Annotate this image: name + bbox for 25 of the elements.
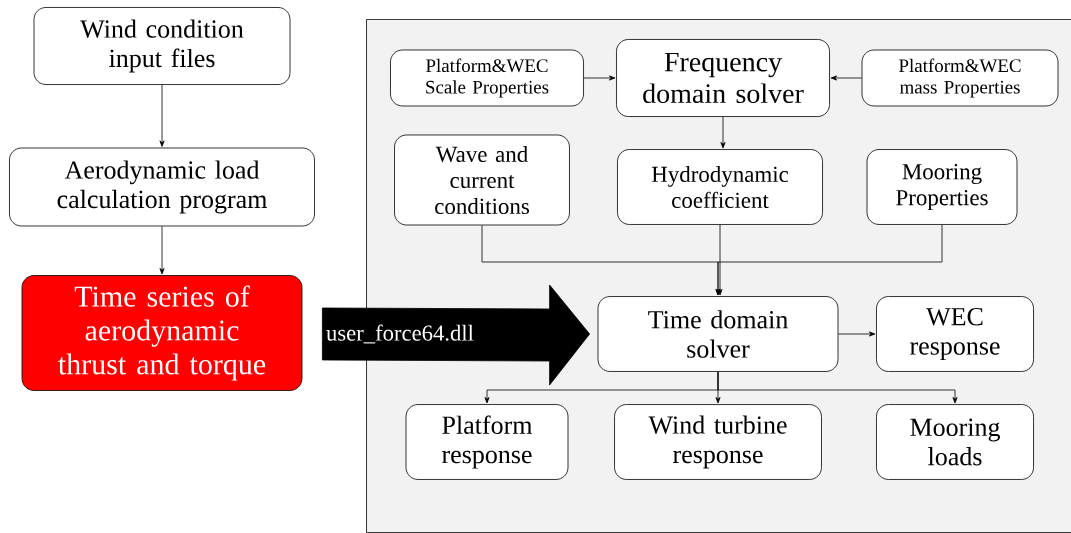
process-box: Time domain solver (597, 296, 839, 372)
arrow (159, 84, 165, 147)
process-box: Aerodynamic load calculation program (9, 147, 315, 227)
arrow (838, 331, 876, 337)
process-box: Wind condition input files (33, 7, 291, 85)
process-box: Platform&WEC Scale Properties (390, 49, 584, 107)
arrow (159, 226, 165, 275)
arrow (717, 371, 958, 404)
process-box: Wave and current conditions (394, 134, 570, 226)
process-box: Frequency domain solver (616, 39, 830, 117)
process-box: Mooring loads (876, 404, 1034, 480)
process-box: WEC response (876, 296, 1034, 372)
process-box: Platform response (405, 404, 569, 480)
highlighted-box: Time series of aerodynamic thrust and torque (21, 275, 303, 391)
process-box: Mooring Properties (866, 149, 1018, 225)
arrow (715, 224, 943, 296)
process-box: Wind turbine response (614, 404, 822, 480)
arrow (583, 75, 616, 81)
process-box: Hydrodynamic coefficient (617, 149, 823, 225)
arrow (830, 75, 862, 81)
arrow (717, 224, 723, 296)
process-box: Platform&WEC mass Properties (861, 49, 1059, 107)
arrow (720, 116, 726, 149)
edge-label: user_force64.dll (326, 324, 474, 344)
block-arrow (322, 284, 590, 386)
